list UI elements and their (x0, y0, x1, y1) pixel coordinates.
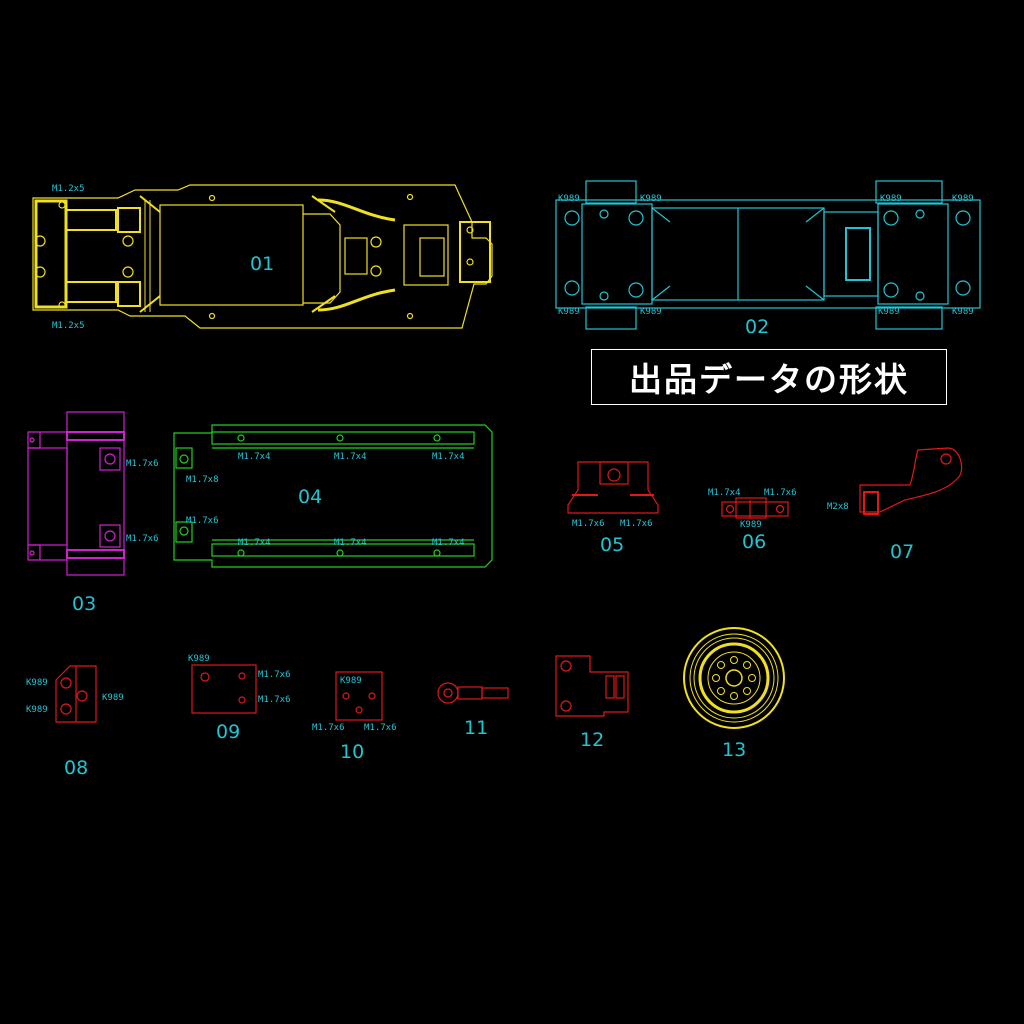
part-number-12: 12 (580, 729, 604, 751)
label-p02-2: K989 (880, 194, 902, 204)
title-box: 出品データの形状 (591, 349, 947, 405)
label-p07-0: M2x8 (827, 502, 849, 512)
label-p10-0: K989 (340, 676, 362, 686)
label-p04-3: M1.7x4 (334, 452, 367, 462)
part-12 (555, 655, 629, 717)
part-number-10: 10 (340, 741, 364, 763)
label-p05-1: M1.7x6 (620, 519, 653, 529)
label-p02-4: K989 (558, 307, 580, 317)
label-p06-1: M1.7x6 (764, 488, 797, 498)
label-p02-7: K989 (952, 307, 974, 317)
part-11 (437, 682, 509, 704)
label-p08-0: K989 (26, 678, 48, 688)
part-01 (32, 184, 493, 329)
part-09 (191, 664, 257, 714)
part-08 (55, 665, 97, 723)
part-number-01: 01 (250, 253, 274, 275)
label-p10-1: M1.7x6 (312, 723, 345, 733)
label-p03-0: M1.7x6 (126, 459, 159, 469)
part-number-06: 06 (742, 531, 766, 553)
label-p02-3: K989 (952, 194, 974, 204)
label-p02-1: K989 (640, 194, 662, 204)
label-p05-0: M1.7x6 (572, 519, 605, 529)
part-number-13: 13 (722, 739, 746, 761)
part-13 (683, 627, 785, 729)
label-p04-5: M1.7x4 (238, 538, 271, 548)
label-p04-2: M1.7x4 (238, 452, 271, 462)
label-p01-0: M1.2x5 (52, 184, 85, 194)
label-p06-0: M1.7x4 (708, 488, 741, 498)
part-02 (555, 180, 981, 330)
label-p03-1: M1.7x6 (126, 534, 159, 544)
label-p09-0: K989 (188, 654, 210, 664)
part-number-11: 11 (464, 717, 488, 739)
label-p08-2: K989 (102, 693, 124, 703)
label-p02-0: K989 (558, 194, 580, 204)
label-p02-5: K989 (640, 307, 662, 317)
part-number-07: 07 (890, 541, 914, 563)
label-p10-2: M1.7x6 (364, 723, 397, 733)
label-p06-2: K989 (740, 520, 762, 530)
label-p02-6: K989 (878, 307, 900, 317)
part-07 (859, 447, 963, 515)
part-number-04: 04 (298, 486, 322, 508)
part-number-09: 09 (216, 721, 240, 743)
label-p04-7: M1.7x4 (432, 538, 465, 548)
part-number-03: 03 (72, 593, 96, 615)
part-06 (721, 497, 789, 519)
part-number-08: 08 (64, 757, 88, 779)
page-title: 出品データの形状 (629, 360, 909, 399)
part-10 (335, 671, 383, 721)
label-p01-1: M1.2x5 (52, 321, 85, 331)
part-number-02: 02 (745, 316, 769, 338)
part-04 (173, 424, 493, 568)
label-p09-2: M1.7x6 (258, 695, 291, 705)
label-p09-1: M1.7x6 (258, 670, 291, 680)
label-p04-1: M1.7x6 (186, 516, 219, 526)
part-05 (567, 461, 659, 514)
label-p08-1: K989 (26, 705, 48, 715)
part-03 (27, 411, 125, 576)
label-p04-4: M1.7x4 (432, 452, 465, 462)
label-p04-0: M1.7x8 (186, 475, 219, 485)
part-number-05: 05 (600, 534, 624, 556)
label-p04-6: M1.7x4 (334, 538, 367, 548)
